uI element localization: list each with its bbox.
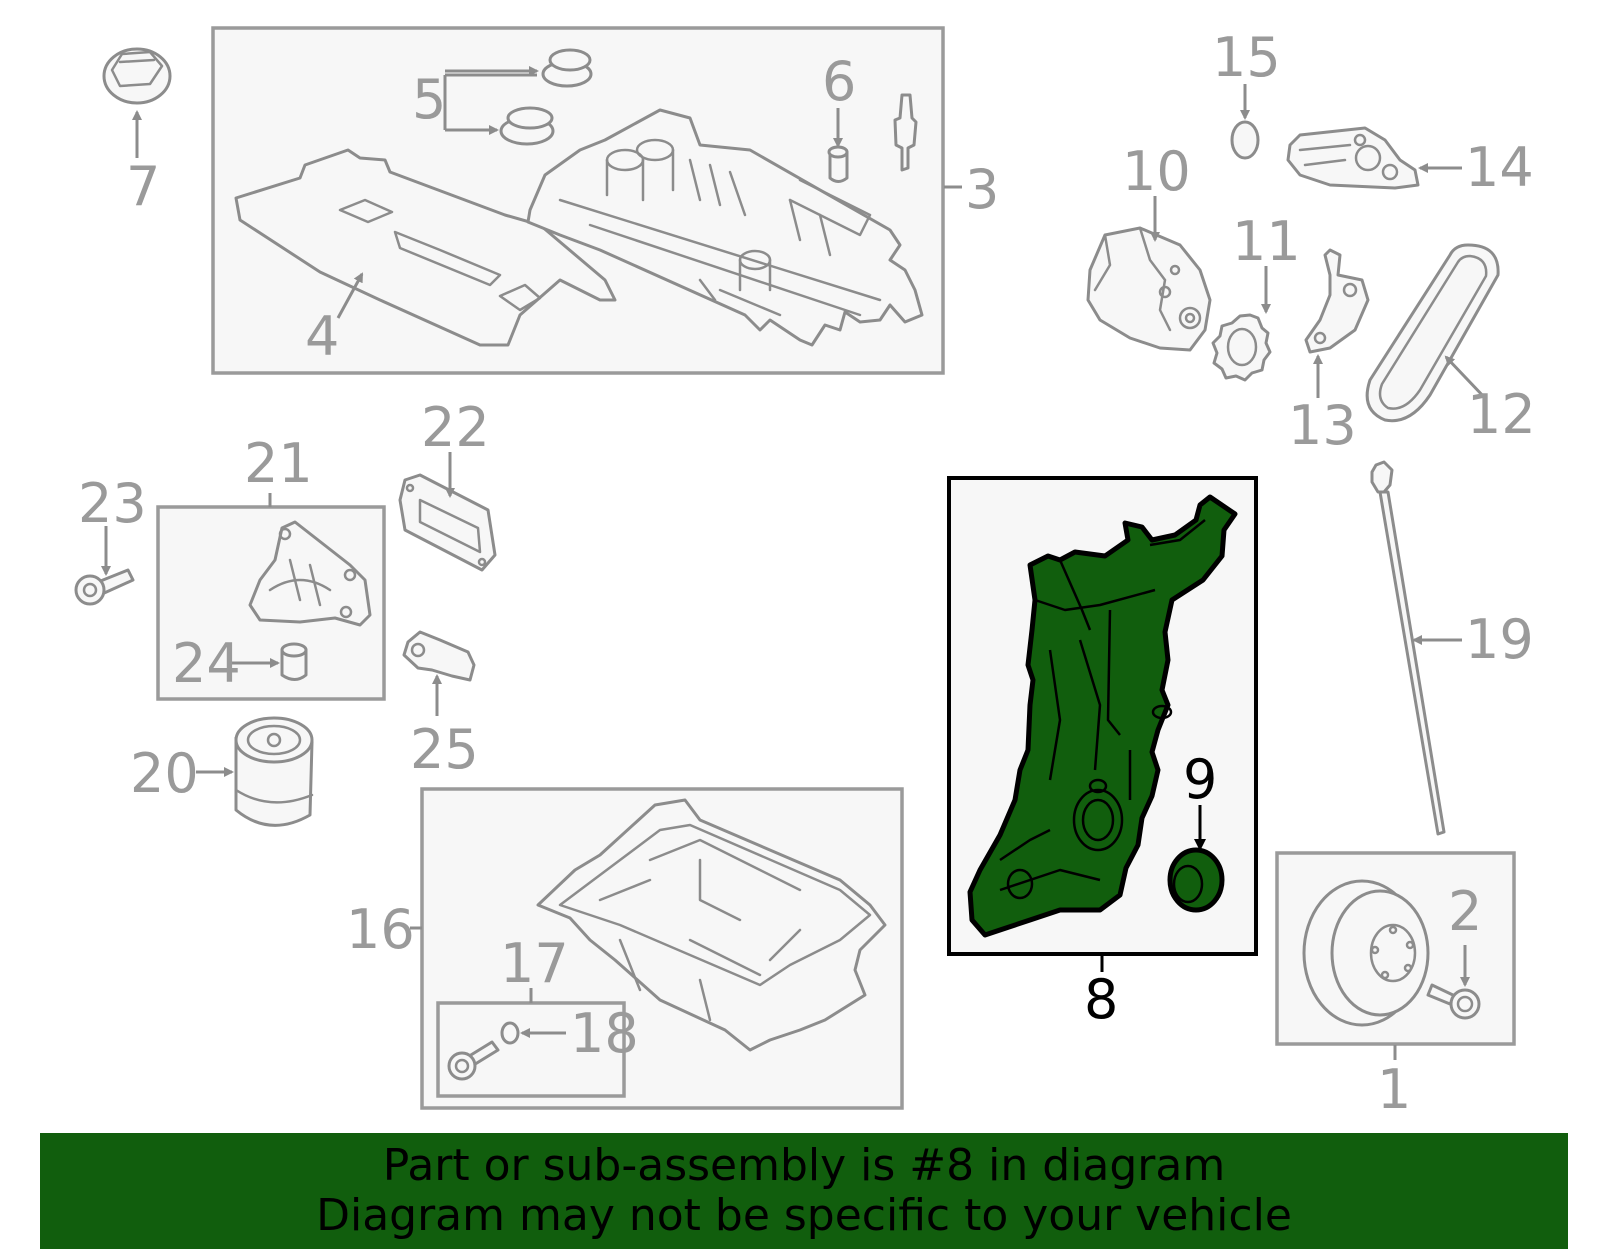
dipstick-icon — [1370, 460, 1446, 836]
callout-5: 5 — [412, 68, 446, 131]
callout-6: 6 — [822, 50, 856, 113]
notice-line-part: Part or sub-assembly is #8 in diagram — [382, 1140, 1226, 1191]
box-drain-plug-kit — [436, 1001, 626, 1098]
leader-4 — [336, 272, 364, 319]
callout-24: 24 — [172, 632, 241, 695]
timing-chain-icon — [1365, 243, 1500, 423]
callout-1: 1 — [1377, 1058, 1411, 1121]
adapter-bolt-icon — [74, 568, 135, 606]
callout-11: 11 — [1232, 210, 1301, 273]
callout-15: 15 — [1212, 26, 1281, 89]
adapter-sleeve-icon — [280, 642, 308, 681]
callout-14: 14 — [1465, 136, 1534, 199]
pulley-bolt-icon — [1426, 983, 1481, 1020]
chain-tensioner-icon — [1304, 248, 1370, 354]
callout-4: 4 — [305, 305, 339, 368]
callout-25: 25 — [410, 718, 479, 781]
callout-18: 18 — [570, 1002, 639, 1065]
sensor-pin-icon — [893, 93, 918, 172]
callout-2: 2 — [1448, 880, 1482, 943]
oil-pan-icon — [536, 798, 887, 1052]
timing-cover-icon — [967, 494, 1238, 938]
gasket-icon — [398, 473, 497, 572]
callout-19: 19 — [1465, 608, 1534, 671]
callout-21: 21 — [244, 432, 313, 495]
callout-23: 23 — [78, 472, 147, 535]
highlight-notice-banner: Part or sub-assembly is #8 in diagram Di… — [40, 1133, 1568, 1249]
leader-12 — [1444, 355, 1487, 400]
oil-filler-cap-icon — [102, 47, 172, 105]
valve-cover-shield-icon — [234, 148, 617, 347]
notice-line-disclaimer: Diagram may not be specific to your vehi… — [316, 1190, 1292, 1241]
sprocket-icon — [1211, 313, 1272, 382]
callout-17: 17 — [500, 932, 569, 995]
oil-pressure-sensor-icon — [402, 630, 476, 682]
oil-filter-icon — [234, 716, 314, 827]
callout-16: 16 — [346, 898, 415, 961]
callout-3: 3 — [965, 158, 999, 221]
drain-plug-icon — [447, 1040, 500, 1081]
leader-5 — [443, 73, 537, 130]
callout-7: 7 — [126, 155, 160, 218]
vacuum-pump-icon — [1086, 226, 1212, 352]
oil-filter-adapter-icon — [248, 520, 372, 627]
o-ring-icon — [1230, 120, 1260, 160]
front-crank-seal-icon — [1167, 847, 1225, 913]
crankshaft-pulley-icon — [1302, 879, 1430, 1027]
seal-upper-icon — [541, 48, 593, 88]
callout-10: 10 — [1122, 140, 1191, 203]
callout-8: 8 — [1084, 968, 1118, 1031]
sleeve-icon — [827, 145, 849, 183]
callout-13: 13 — [1288, 394, 1357, 457]
callout-20: 20 — [130, 742, 199, 805]
drain-plug-washer-icon — [500, 1021, 520, 1045]
valve-cover-icon — [526, 108, 924, 347]
seal-lower-icon — [499, 106, 555, 146]
callout-22: 22 — [421, 396, 490, 459]
callout-12: 12 — [1467, 383, 1536, 446]
callout-9: 9 — [1183, 748, 1217, 811]
housing-icon — [1286, 126, 1420, 190]
